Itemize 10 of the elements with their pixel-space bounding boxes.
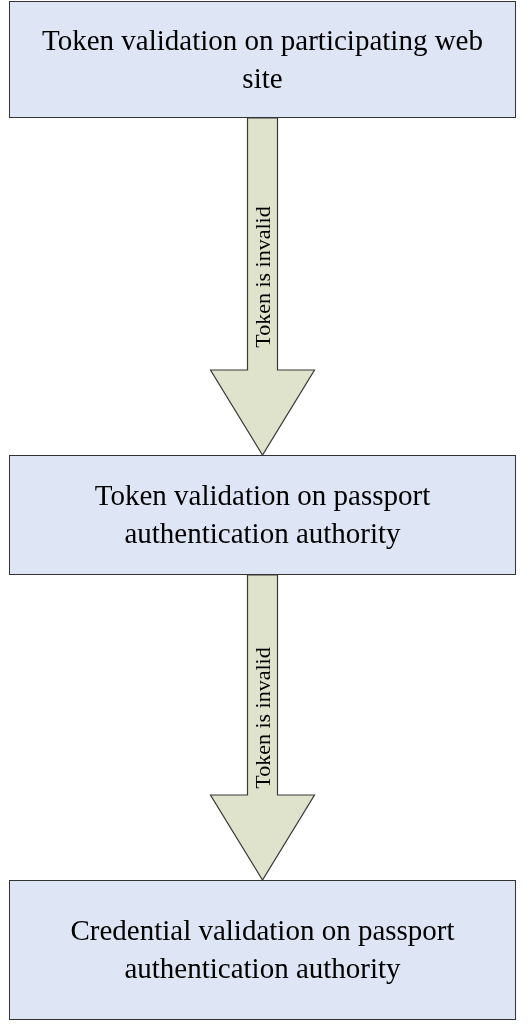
box-label: Token validation on participating web site bbox=[41, 22, 484, 96]
process-box bbox=[9, 455, 516, 575]
block-arrow bbox=[209, 574, 316, 882]
box-label: Credential validation on passport authentication authority bbox=[69, 913, 456, 986]
edge-label: Token is invalid bbox=[249, 205, 276, 348]
process-box bbox=[9, 880, 516, 1020]
edge-label: Token is invalid bbox=[249, 646, 276, 789]
process-box bbox=[9, 1, 516, 118]
box-label: Token validation on passport authentication authority bbox=[93, 478, 432, 551]
block-arrow bbox=[209, 117, 316, 457]
